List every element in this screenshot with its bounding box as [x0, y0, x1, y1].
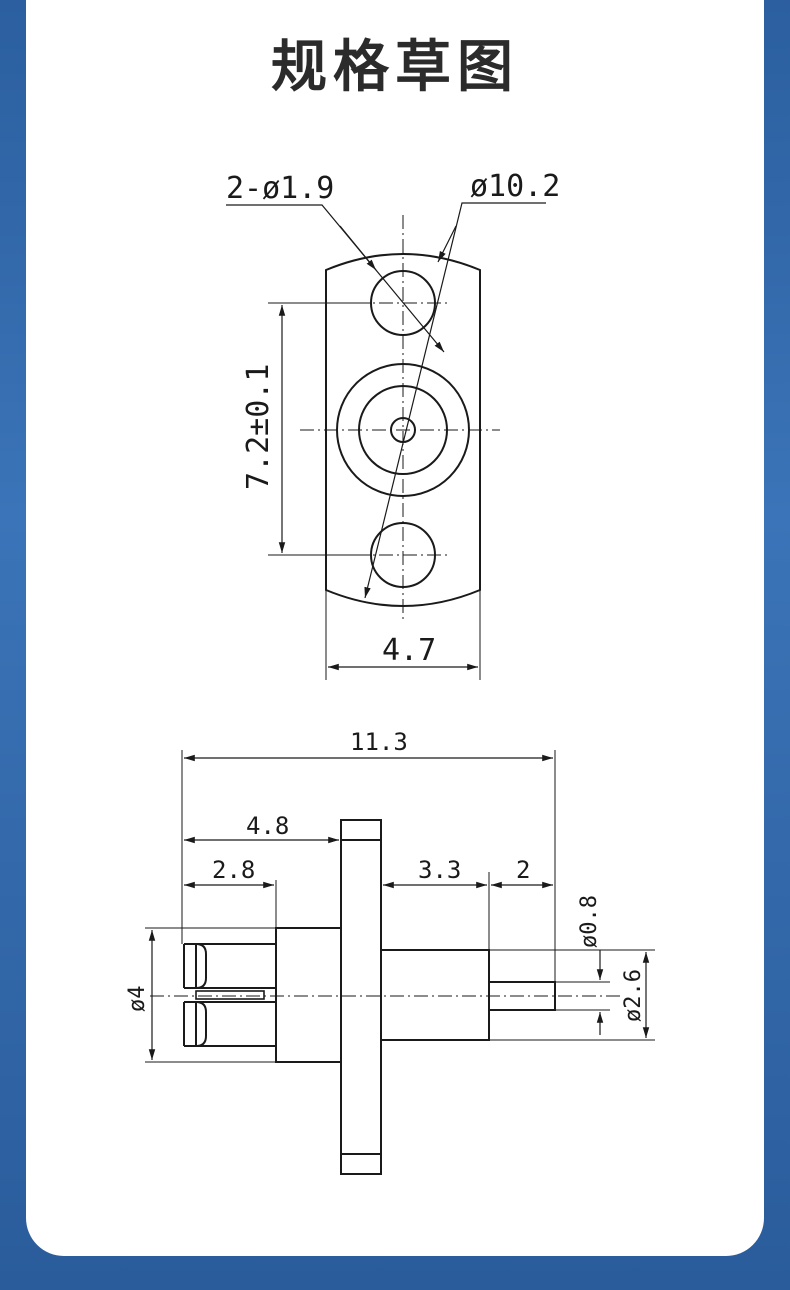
- side-dimension-lines: [148, 754, 650, 1060]
- circle-callout-leader: [364, 202, 546, 599]
- flange-plate: [340, 819, 382, 1175]
- width-extension-lines: [325, 590, 481, 680]
- spacing-extension-lines: [268, 302, 372, 556]
- rear-body: [275, 927, 342, 1063]
- hole-callout-leader: [226, 204, 445, 353]
- pin-dia-label: ø0.8: [577, 895, 602, 948]
- width-dimension-label: 4.7: [382, 633, 436, 668]
- circle-callout-label: ø10.2: [470, 169, 560, 204]
- length-a-label: 4.8: [246, 812, 289, 840]
- page-title: 规格草图: [271, 35, 519, 100]
- body-dia-label: ø2.6: [621, 969, 646, 1022]
- spacing-dimension-label: 7.2±0.1: [241, 364, 276, 490]
- side-extension-lines: [145, 750, 655, 1063]
- length-d-label: 2: [516, 856, 530, 884]
- front-view: [226, 202, 546, 680]
- outer-dia-label: ø4: [125, 986, 150, 1013]
- front-body: [380, 949, 490, 1041]
- front-centerlines: [300, 215, 500, 622]
- length-b-label: 2.8: [212, 856, 255, 884]
- length-c-label: 3.3: [418, 856, 461, 884]
- side-view: [145, 750, 655, 1175]
- overall-length-label: 11.3: [350, 728, 408, 756]
- split-terminal: [183, 943, 276, 1047]
- circle-callout-arrow-top: [437, 225, 457, 263]
- hole-callout-arrow-top: [339, 225, 377, 271]
- hole-callout-label: 2-ø1.9: [226, 171, 334, 206]
